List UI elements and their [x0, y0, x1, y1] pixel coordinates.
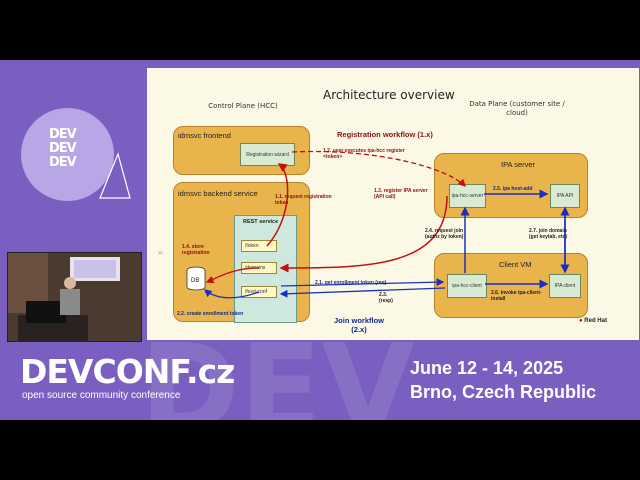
- annotation-2-3: 2.3. (resp): [379, 292, 393, 304]
- annotation-2-5: 2.5. ipa host-add: [493, 186, 533, 192]
- triangle-decoration-icon: [99, 152, 131, 199]
- annotation-1-3: 1.3. register IPA server (API call): [374, 188, 428, 200]
- badge-letters-2: DEV: [49, 141, 77, 156]
- arrow-1-1: [266, 163, 289, 247]
- client-vm-label: Client VM: [499, 260, 532, 269]
- presentation-slide: Architecture overview Control Plane (HCC…: [147, 68, 639, 340]
- arrow-2-2: [204, 289, 260, 299]
- badge-letters-1: DEV: [49, 127, 77, 142]
- token-endpoint: /token: [241, 240, 277, 252]
- red-hat-hat-icon: ●: [579, 318, 583, 324]
- db-label: DB: [191, 278, 200, 284]
- speaker-camera-feed: [7, 252, 142, 342]
- red-hat-label: Red Hat: [584, 318, 607, 324]
- ipa-client-box: IPA client: [549, 274, 581, 298]
- annotation-1-2: 1.2. user executes ipa-hcc register <tok…: [323, 148, 405, 160]
- ipa-hcc-client-box: ipa-hcc-client: [447, 274, 487, 298]
- conference-location: Brno, Czech Republic: [410, 382, 597, 402]
- badge-letters-3: DEV: [49, 155, 77, 170]
- annotation-2-6: 2.6. invoke ipa-client-install: [491, 290, 542, 302]
- annotation-2-7: 2.7. join domain (get keytab, etc): [529, 228, 568, 240]
- slide-page-number: 15: [158, 250, 163, 255]
- join-workflow-label: Join workflow (2.x): [333, 316, 384, 334]
- registration-wizard-box: Registration wizard: [240, 143, 295, 166]
- annotation-1-1: 1.1. request registration token: [275, 194, 332, 206]
- annotation-2-4: 2.4. request join (authz by token): [425, 228, 464, 240]
- ipa-server-label: IPA server: [501, 160, 536, 169]
- arrow-2-3: [280, 278, 445, 287]
- arrow-2-1: [279, 287, 446, 298]
- video-frame: DEV DEV DEV DEV Architecture overview Co…: [0, 60, 640, 420]
- red-hat-logo: ● Red Hat: [579, 318, 607, 324]
- annotation-2-2: 2.2. create enrollment token: [177, 311, 244, 317]
- conference-tagline: open source community conference: [22, 390, 181, 401]
- conference-dates: June 12 - 14, 2025: [410, 358, 564, 378]
- client-vm-box: Client VM ipa-hcc-client IPA client: [434, 253, 588, 318]
- arrow-1-3: [279, 195, 448, 273]
- idmsvc-frontend-label: idmsvc frontend: [178, 131, 231, 140]
- arrow-1-2: [291, 150, 466, 187]
- registration-workflow-label: Registration workflow (1.x): [337, 130, 433, 139]
- idmsvc-backend-label: idmsvc backend service: [178, 189, 258, 198]
- devconf-badge-logo: DEV DEV DEV: [21, 108, 114, 201]
- annotation-2-1: 2.1. get enrollment token (req): [315, 280, 387, 286]
- annotation-1-4: 1.4. store registration: [182, 244, 210, 256]
- database-icon: [186, 266, 206, 291]
- ipa-hcc-server-box: ipa-hcc-server: [449, 184, 486, 208]
- devconf-logo: DEVCONF.cz: [20, 352, 235, 391]
- arrow-1-4: [205, 267, 260, 284]
- workflow-arrows: [204, 150, 570, 299]
- rest-service-label: REST service: [243, 219, 279, 225]
- slide-title: Architecture overview: [323, 88, 455, 102]
- speaker-photo: [8, 253, 141, 341]
- data-plane-label: Data Plane (customer site / cloud): [469, 100, 565, 117]
- control-plane-label: Control Plane (HCC): [208, 102, 278, 110]
